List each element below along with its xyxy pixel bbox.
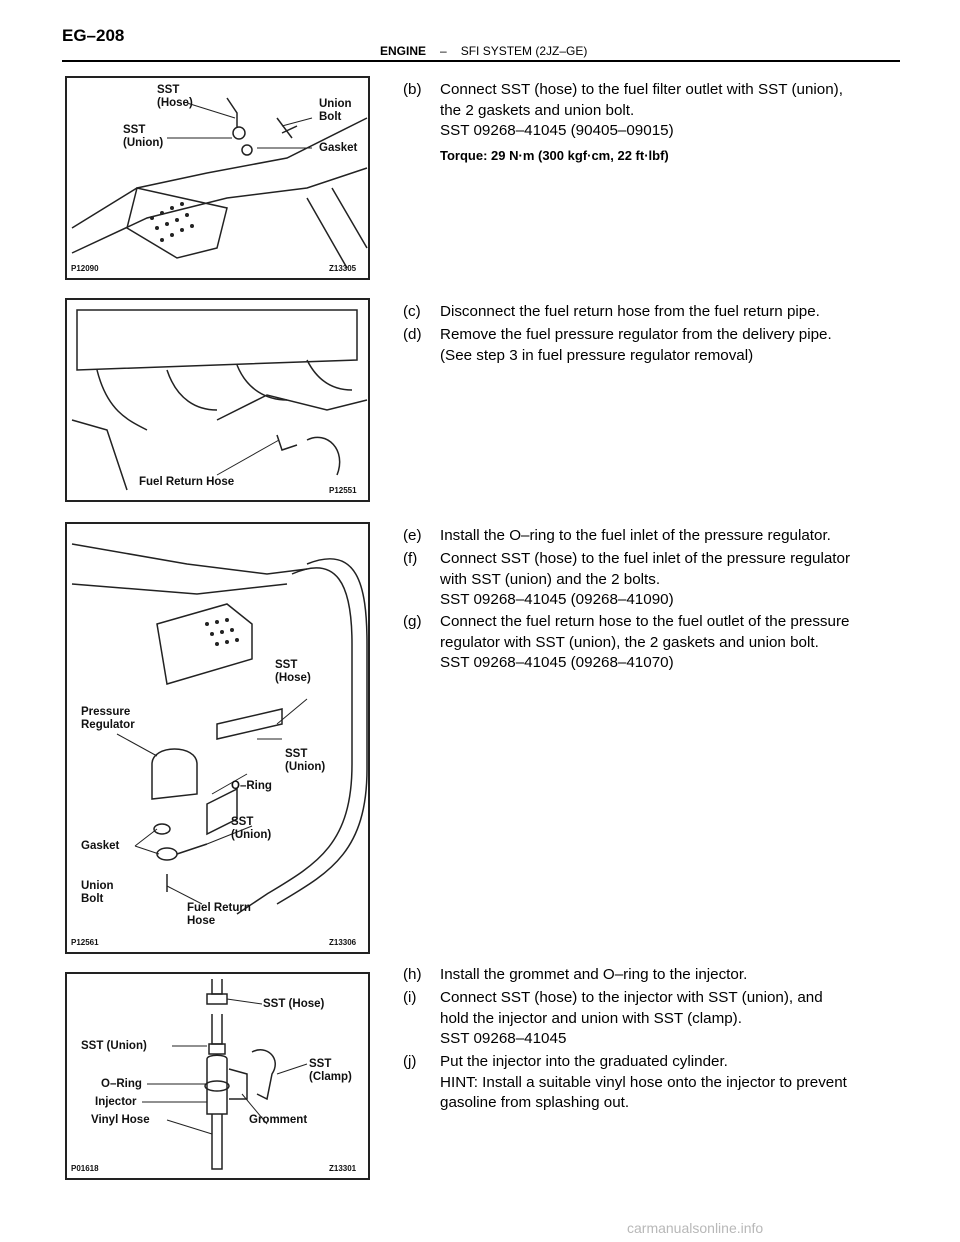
step-letter: (h) (403, 966, 422, 983)
figure-code-left: P01618 (71, 1164, 99, 1173)
step-line: Connect SST (hose) to the fuel filter ou… (440, 81, 843, 98)
step-letter: (c) (403, 303, 421, 320)
figure-code-right: Z13306 (329, 938, 357, 947)
step-f: (f) Connect SST (hose) to the fuel inlet… (403, 549, 901, 611)
label-injector: Injector (95, 1096, 137, 1108)
step-line: Install the O–ring to the fuel inlet of … (440, 527, 831, 544)
fuel-return-hose-illustration (71, 309, 368, 491)
figure-fuel-return-hose: Fuel Return Hose P12551 (65, 298, 370, 502)
step-line: SST 09268–41045 (90405–09015) (440, 122, 674, 139)
step-letter: (j) (403, 1053, 417, 1070)
step-letter: (f) (403, 550, 418, 567)
step-line: Remove the fuel pressure regulator from … (440, 326, 832, 343)
step-c: (c) Disconnect the fuel return hose from… (403, 302, 901, 323)
step-line: SST 09268–41045 (09268–41070) (440, 654, 674, 671)
label-pressure-regulator: Pressure Regulator (81, 706, 135, 731)
label-sst-union-upper: SST (Union) (285, 748, 326, 773)
step-line: Disconnect the fuel return hose from the… (440, 303, 820, 320)
header-title: SFI SYSTEM (2JZ–GE) (460, 44, 588, 58)
label-union-bolt: Union Bolt (81, 880, 114, 905)
step-letter: (g) (403, 613, 422, 630)
step-d: (d) Remove the fuel pressure regulator f… (403, 325, 901, 366)
injector-illustration (142, 979, 308, 1170)
figure-code-right: Z13305 (329, 264, 357, 273)
label-union-bolt: Union Bolt (319, 98, 352, 123)
pressure-regulator-illustration (71, 543, 368, 915)
figure-pressure-regulator-connection: SST (Hose) Pressure Regulator O–Ring SST… (65, 522, 370, 954)
step-line: HINT: Install a suitable vinyl hose onto… (440, 1073, 847, 1091)
step-line: Connect SST (hose) to the fuel inlet of … (440, 550, 851, 567)
step-line: SST 09268–41045 (09268–41090) (440, 591, 674, 608)
step-e: (e) Install the O–ring to the fuel inlet… (403, 526, 901, 547)
label-sst-clamp: SST (Clamp) (309, 1058, 352, 1083)
figure-code-left: P12090 (71, 264, 99, 273)
step-line: hold the injector and union with SST (cl… (440, 1009, 742, 1027)
step-letter: (d) (403, 326, 422, 343)
step-h: (h) Install the grommet and O–ring to th… (403, 965, 901, 986)
step-letter: (b) (403, 81, 422, 98)
torque-spec: Torque: 29 N·m (300 kgf·cm, 22 ft·lbf) (440, 148, 669, 163)
label-gromment: Gromment (249, 1114, 308, 1126)
step-line: (See step 3 in fuel pressure regulator r… (440, 346, 754, 364)
step-j: (j) Put the injector into the graduated … (403, 1052, 901, 1114)
step-line: SST 09268–41045 (440, 1030, 567, 1047)
figure-code-right: P12551 (329, 486, 357, 495)
label-fuel-return-hose: Fuel Return Hose (139, 476, 235, 488)
watermark: carmanualsonline.info (627, 1220, 764, 1236)
label-sst-union-lower: SST (Union) (231, 816, 272, 841)
page-number: EG–208 (62, 26, 125, 45)
label-sst-union: SST (Union) (81, 1040, 147, 1052)
label-gasket: Gasket (319, 142, 358, 154)
label-o-ring: O–Ring (101, 1078, 142, 1090)
step-line: Install the grommet and O–ring to the in… (440, 966, 748, 983)
step-line: the 2 gaskets and union bolt. (440, 101, 635, 119)
label-gasket: Gasket (81, 840, 120, 852)
step-g: (g) Connect the fuel return hose to the … (403, 612, 901, 674)
step-b: (b) Connect SST (hose) to the fuel filte… (403, 80, 901, 142)
figure-code-left: P12561 (71, 938, 99, 947)
step-i: (i) Connect SST (hose) to the injector w… (403, 988, 901, 1050)
header-separator: – (440, 44, 447, 58)
step-letter: (e) (403, 527, 422, 544)
figure-code-right: Z13301 (329, 1164, 357, 1173)
label-sst-union: SST (Union) (123, 124, 164, 149)
header-rule (62, 60, 900, 62)
label-vinyl-hose: Vinyl Hose (91, 1114, 150, 1126)
step-line: regulator with SST (union), the 2 gasket… (440, 633, 819, 651)
figure-injector-connection: SST (Hose) SST (Union) SST (Clamp) O–Rin… (65, 972, 370, 1180)
header-section: ENGINE (380, 44, 427, 58)
fuel-filter-illustration (71, 97, 368, 269)
label-sst-hose: SST (Hose) (157, 84, 193, 109)
step-line: Connect SST (hose) to the injector with … (440, 989, 823, 1006)
label-fuel-return-hose: Fuel Return Hose (187, 902, 251, 927)
step-line: Connect the fuel return hose to the fuel… (440, 613, 850, 630)
step-line: with SST (union) and the 2 bolts. (440, 570, 661, 588)
step-line: Put the injector into the graduated cyli… (440, 1053, 728, 1070)
label-sst-hose: SST (Hose) (275, 659, 311, 684)
label-o-ring: O–Ring (231, 780, 272, 792)
label-sst-hose: SST (Hose) (263, 998, 325, 1010)
step-line: gasoline from splashing out. (440, 1094, 630, 1111)
page-header: ENGINE–SFI SYSTEM (2JZ–GE) (380, 44, 587, 58)
figure-fuel-filter-connection: SST (Hose) SST (Union) Union Bolt Gasket… (65, 76, 370, 280)
step-letter: (i) (403, 989, 417, 1006)
